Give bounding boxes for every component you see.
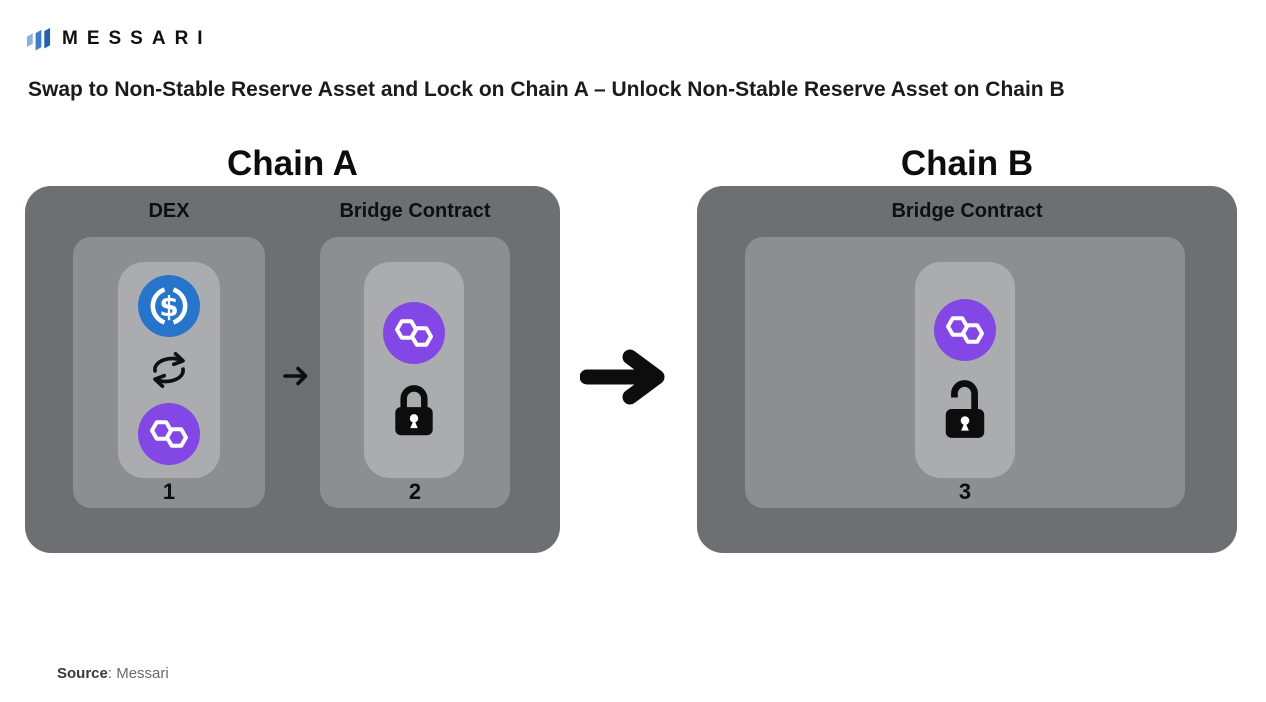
swap-icon [153, 351, 185, 389]
step-2-label: 2 [408, 479, 422, 504]
page-title: Swap to Non-Stable Reserve Asset and Loc… [28, 78, 1065, 101]
lock-open-icon [945, 380, 985, 438]
dex-asset-pill: $ [118, 262, 220, 478]
dex-to-bridge-arrow-icon [283, 366, 308, 386]
source-value: : Messari [107, 665, 169, 682]
svg-text:$: $ [159, 290, 178, 323]
chain-b-box: Bridge Contract 3 [697, 186, 1237, 553]
usdc-icon: $ [138, 275, 200, 337]
lock-closed-icon [395, 385, 433, 436]
bridge-a-asset-pill [364, 262, 464, 478]
polygon-icon [383, 302, 445, 364]
chain-a-to-chain-b-arrow-icon [580, 349, 665, 405]
bridge-b-asset-pill [915, 262, 1015, 478]
messari-logo: MESSARI [25, 25, 212, 52]
messari-logo-text: MESSARI [62, 28, 212, 49]
bridge-contract-b-box: 3 [745, 237, 1185, 508]
polygon-icon [934, 299, 996, 361]
dex-label: DEX [148, 200, 190, 222]
dex-box: $ 1 [73, 237, 265, 508]
source-label: Source [57, 665, 108, 682]
step-3-label: 3 [958, 479, 972, 504]
chain-b-heading: Chain B [900, 144, 1034, 183]
chain-a-box: DEX Bridge Contract $ [25, 186, 560, 553]
messari-mark-icon [26, 27, 51, 51]
step-1-label: 1 [162, 479, 176, 504]
bridge-contract-a-box: 2 [320, 237, 510, 508]
bridge-contract-b-label: Bridge Contract [891, 200, 1043, 222]
polygon-icon [138, 403, 200, 465]
bridge-contract-a-label: Bridge Contract [339, 200, 491, 222]
source-note: Source: Messari [57, 665, 169, 682]
chain-a-heading: Chain A [227, 144, 358, 183]
